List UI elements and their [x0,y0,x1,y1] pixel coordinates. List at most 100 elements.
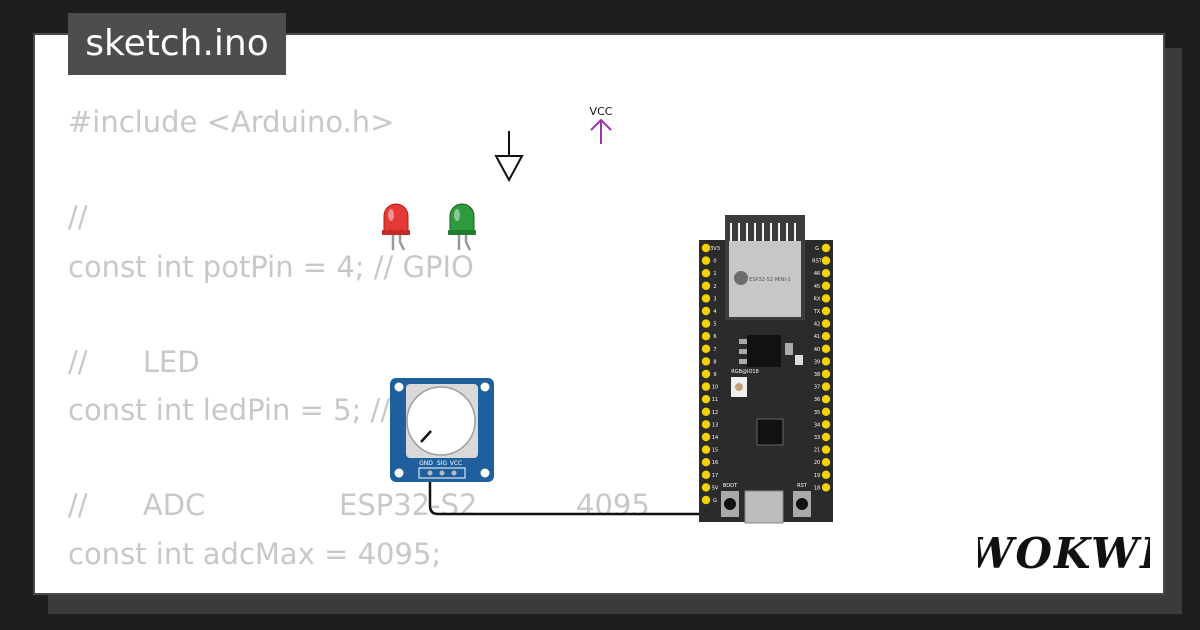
right-pin-13[interactable] [821,407,831,416]
code-line-ledpin: const int ledPin = 5; // [68,393,391,427]
right-pin-8[interactable] [821,344,831,353]
right-pin-4[interactable] [821,294,831,303]
right-pin-label: 42 [814,322,820,328]
left-pin-20[interactable] [701,495,711,505]
right-pin-label: 19 [814,473,820,479]
green-led[interactable] [446,202,478,254]
left-pin-label: 5 [713,322,716,328]
code-line-adc-comment: // ADC [68,488,206,522]
left-pin-9[interactable] [701,357,711,366]
ground-symbol[interactable] [490,128,530,184]
right-pin-7[interactable] [821,332,831,341]
right-pin-5[interactable] [821,306,831,316]
esp32-s2-board[interactable]: ESP32-S2-MINI-1 RGB@IO18 BOOT RST 3V3012… [699,215,835,524]
left-pin-4[interactable] [701,294,711,303]
pot-pin-sig: SIG [437,460,448,467]
right-pin-label: 35 [814,410,820,416]
left-pin-label: 16 [712,460,718,466]
pot-pin-vcc: VCC [450,460,462,467]
left-pin-5[interactable] [701,306,711,316]
right-pin-label: 33 [814,435,820,441]
preview-card [33,33,1165,595]
right-pin-14[interactable] [821,420,831,429]
left-pin-3[interactable] [701,281,711,290]
left-pin-1[interactable] [701,256,711,265]
right-pin-label: 37 [814,385,820,391]
right-pin-label: 21 [814,448,820,454]
left-pin-label: 7 [713,347,716,353]
right-pin-label: 18 [814,485,820,491]
right-pin-label: 45 [814,284,820,290]
code-line-include: #include <Arduino.h> [68,105,395,139]
code-fragment-chip: ESP32-S2 [339,488,478,522]
right-pin-label: 36 [814,397,820,403]
right-pin-11[interactable] [821,382,831,391]
left-pin-18[interactable] [701,470,711,479]
left-pin-17[interactable] [701,458,711,467]
left-pin-7[interactable] [701,332,711,341]
left-pin-14[interactable] [701,420,711,429]
right-pin-15[interactable] [821,432,831,442]
right-pin-10[interactable] [821,369,831,379]
right-pin-18[interactable] [821,470,831,479]
code-line-potpin: const int potPin = 4; // GPIO [68,250,474,284]
right-pin-label: 40 [814,347,820,353]
left-pin-label: 13 [712,422,718,428]
pot-pin-gnd: GND [419,460,433,467]
right-pin-6[interactable] [821,319,831,328]
right-pin-label: TX [813,309,821,315]
left-pin-10[interactable] [701,369,711,379]
right-pin-17[interactable] [821,458,831,467]
rst-label: RST [797,483,808,489]
left-pin-15[interactable] [701,432,711,442]
red-led[interactable] [380,202,412,254]
code-line-led-comment: // LED [68,345,200,379]
left-pin-16[interactable] [701,445,711,454]
left-pin-6[interactable] [701,319,711,328]
left-pin-13[interactable] [701,407,711,416]
right-pin-9[interactable] [821,357,831,366]
left-pin-label: 15 [712,448,718,454]
left-pin-label: 1 [713,271,716,277]
sketch-title: sketch.ino [68,13,286,75]
right-pin-16[interactable] [821,445,831,454]
left-pin-label: 0 [713,259,716,265]
right-pin-0[interactable] [821,243,831,253]
left-pin-label: 14 [712,435,718,441]
left-pin-label: 12 [712,410,718,416]
signal-wire[interactable] [420,460,720,530]
right-pin-19[interactable] [821,483,831,492]
wokwi-logo: WOKWI [978,529,1150,576]
left-pin-8[interactable] [701,344,711,353]
potentiometer[interactable]: GND SIG VCC [390,378,494,482]
left-pin-label: 6 [713,334,716,340]
right-pin-1[interactable] [821,256,831,265]
left-pin-19[interactable] [701,483,711,492]
right-pin-label: 39 [814,359,820,365]
left-pin-label: 9 [713,372,716,378]
left-pin-label: G [713,498,717,504]
left-pin-label: 8 [713,359,716,365]
boot-label: BOOT [723,483,738,489]
left-pin-2[interactable] [701,269,711,278]
right-pin-label: 38 [814,372,820,378]
left-pin-label: 3V3 [710,246,720,252]
right-pin-label: G [815,246,819,252]
left-pin-11[interactable] [701,382,711,391]
right-pin-label: 46 [814,271,820,277]
right-pin-label: 20 [814,460,820,466]
left-pin-label: 2 [713,284,716,290]
left-pin-0[interactable] [701,243,711,253]
vcc-symbol[interactable]: VCC [584,102,618,148]
vcc-label: VCC [590,105,613,118]
right-pin-3[interactable] [821,281,831,290]
right-pin-2[interactable] [821,269,831,278]
right-pin-label: RST [812,259,823,265]
right-pin-12[interactable] [821,395,831,404]
wokwi-brand: WOKWI [978,529,1150,576]
left-pin-label: 5V [712,485,719,491]
code-fragment-max: 4095 [576,488,650,522]
left-pin-12[interactable] [701,395,711,404]
